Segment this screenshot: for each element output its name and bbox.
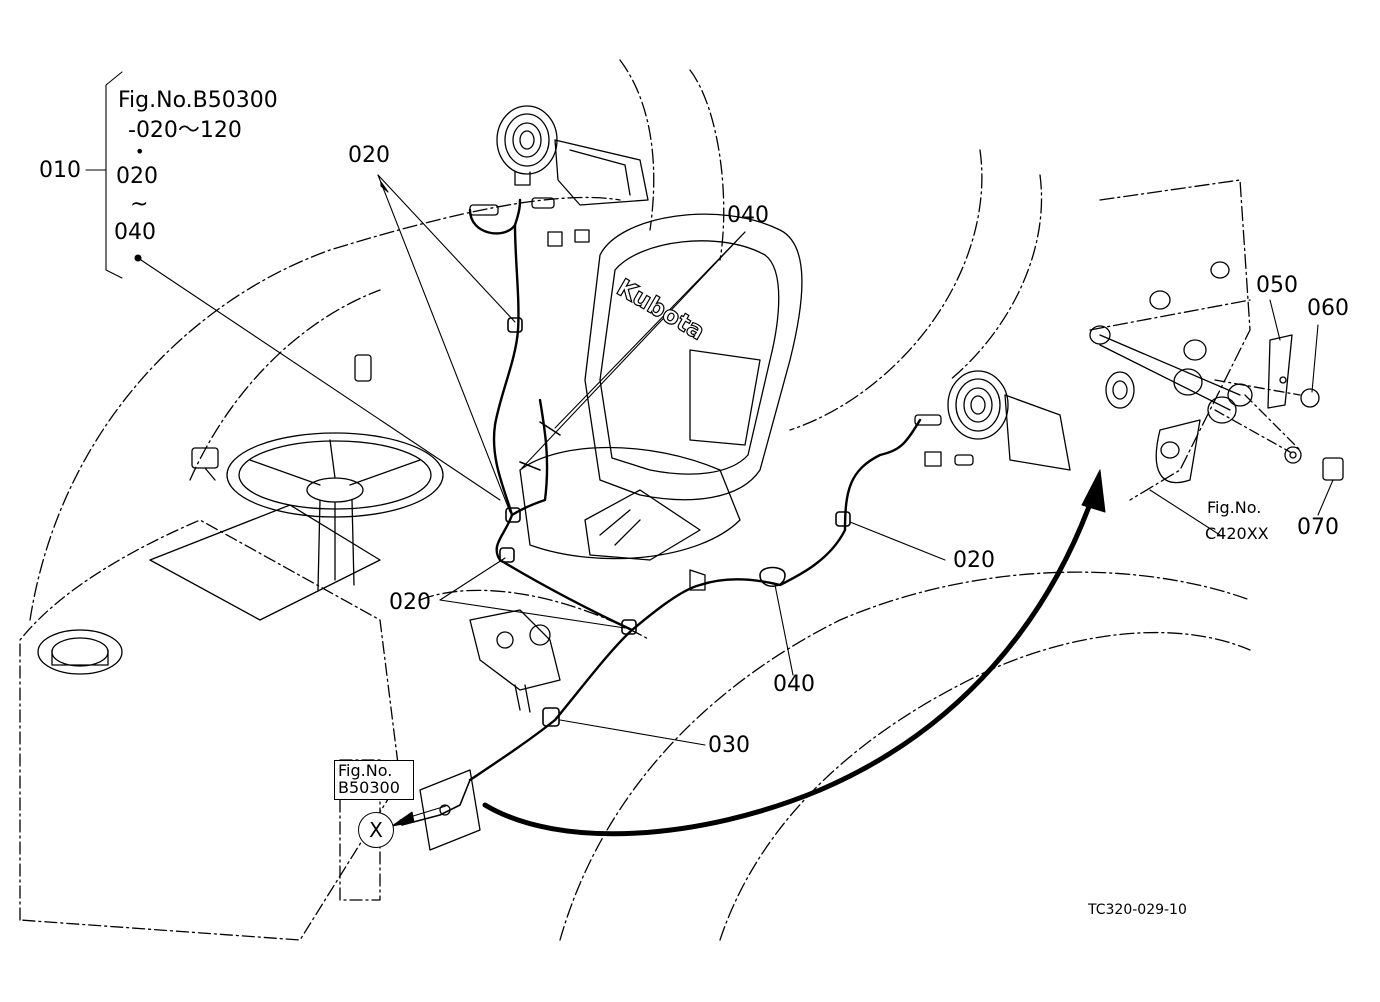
clamp-020-c (499, 547, 515, 563)
label-020-right: 020 (953, 548, 995, 573)
wiring-harness (401, 198, 922, 826)
label-040-bottom: 040 (773, 672, 815, 697)
fig-ref-c420xx-line2: C420XX (1205, 524, 1269, 543)
fig-ref-b50300-header: Fig.No.B50300 (118, 88, 278, 113)
clamps (499, 317, 851, 727)
label-070: 070 (1297, 515, 1339, 540)
fig-ref-range: -020～120 (128, 118, 242, 143)
clamp-030 (542, 707, 560, 727)
washer-070 (1284, 446, 1302, 464)
tractor-outline (29, 59, 1251, 941)
fig-ref-b50300-line1: Fig.No. (338, 761, 393, 780)
fig-ref-b50300-box: Fig.No. B50300 (334, 760, 414, 800)
label-020-left: 020 (389, 590, 431, 615)
range-bullet: • (135, 142, 145, 161)
label-020-top: 020 (348, 143, 390, 168)
clamp-020-b (505, 507, 521, 523)
routing-arrow (482, 487, 1098, 837)
label-050: 050 (1256, 273, 1298, 298)
bolt-060 (1300, 388, 1320, 408)
bracket-assembly (1089, 261, 1344, 484)
steering-wheel (191, 354, 444, 591)
label-040-top: 040 (727, 203, 769, 228)
clip-040-a (759, 566, 786, 588)
ref-marker-x: X (358, 812, 394, 848)
operator-seat (519, 213, 803, 561)
fig-ref-c420xx-line1: Fig.No. (1207, 498, 1262, 517)
clamp-020-a (507, 317, 523, 333)
label-sub-040: 040 (114, 220, 156, 245)
fig-ref-b50300-line2: B50300 (338, 777, 400, 797)
label-sub-020: 020 (116, 164, 158, 189)
label-030: 030 (708, 733, 750, 758)
range-tilde: ~ (130, 192, 149, 217)
bolt-070 (1322, 457, 1344, 481)
routing-arrowhead (1081, 469, 1106, 513)
clip-040-b (519, 421, 561, 471)
label-060: 060 (1307, 296, 1349, 321)
label-010: 010 (39, 158, 81, 183)
beacon-lamp-right (914, 370, 1071, 471)
clamp-020-e (835, 511, 851, 527)
drawing-code: TC320-029-10 (1088, 902, 1187, 918)
leader-lines (85, 71, 1334, 821)
bracket-050 (1267, 334, 1293, 409)
beacon-lamp-left (469, 105, 649, 247)
hood-outline (19, 504, 401, 941)
